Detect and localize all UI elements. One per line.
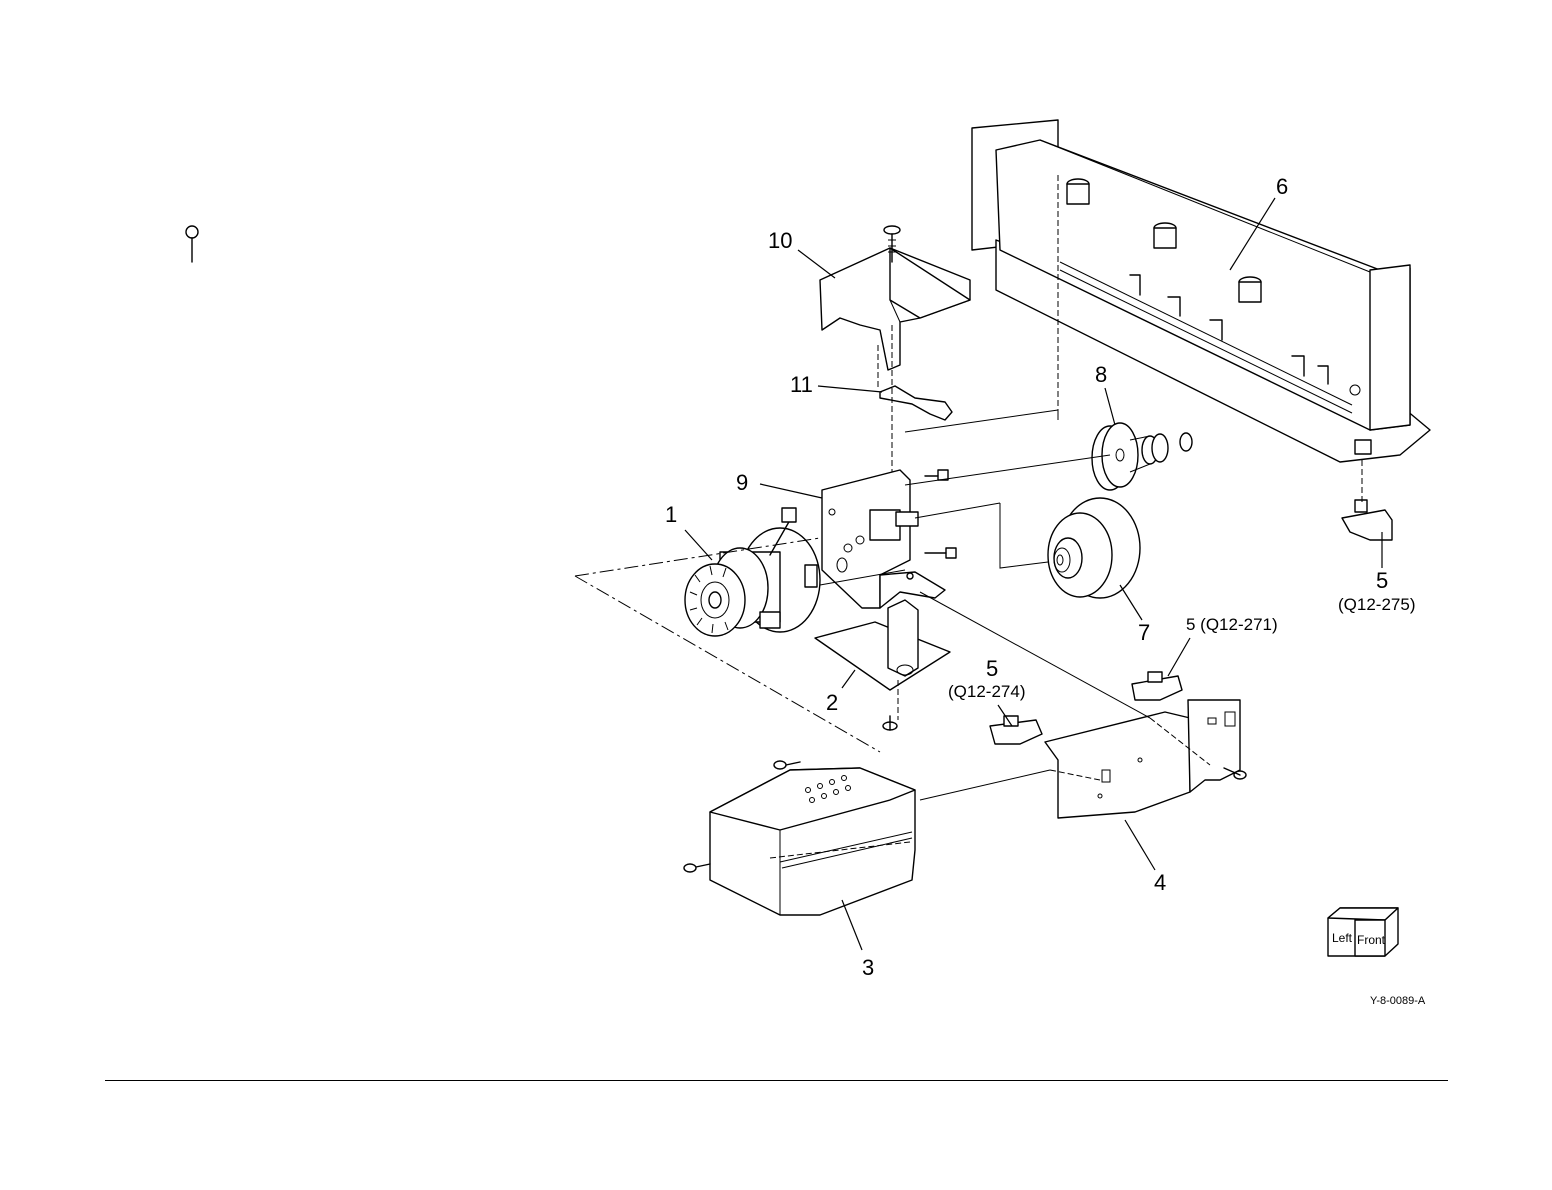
figure-id: Y-8-0089-A xyxy=(1370,995,1426,1007)
callout-5-q12-271: 5 (Q12-271) xyxy=(1186,615,1278,634)
footer-rule xyxy=(105,1080,1448,1081)
callout-8: 8 xyxy=(1095,362,1107,387)
part-4-bracket xyxy=(1045,700,1246,818)
cube-front-label: Front xyxy=(1357,933,1386,947)
sensor-q12-274 xyxy=(990,716,1042,744)
callout-5-q12-275-ref: (Q12-275) xyxy=(1338,595,1415,614)
callout-1: 1 xyxy=(665,502,677,527)
callout-10: 10 xyxy=(768,228,792,253)
callout-3: 3 xyxy=(862,955,874,980)
part-7-gear xyxy=(1048,498,1140,598)
callout-5-q12-274-num: 5 xyxy=(986,656,998,681)
callout-9: 9 xyxy=(736,470,748,495)
cube-left-label: Left xyxy=(1332,931,1353,945)
sensor-q12-275 xyxy=(1342,460,1392,540)
screw-cover-top xyxy=(774,761,800,769)
part-8-gear xyxy=(1092,423,1192,490)
callout-7: 7 xyxy=(1138,620,1150,645)
callout-4: 4 xyxy=(1154,870,1166,895)
part-6-assembly xyxy=(972,120,1430,462)
callout-5-q12-275-num: 5 xyxy=(1376,568,1388,593)
callout-2: 2 xyxy=(826,690,838,715)
orientation-cube: Left Front xyxy=(1328,908,1398,956)
part-10-cover xyxy=(186,226,970,370)
part-9-frame xyxy=(822,470,956,608)
callout-5-q12-274-ref: (Q12-274) xyxy=(948,682,1025,701)
sensor-q12-271 xyxy=(1132,672,1182,700)
screw-bottom-plate xyxy=(883,716,897,730)
callout-11: 11 xyxy=(790,372,813,397)
part-1-motor xyxy=(685,508,820,636)
screw-cover-side xyxy=(684,864,710,872)
part-3-cover xyxy=(710,768,915,915)
callout-6: 6 xyxy=(1276,174,1288,199)
